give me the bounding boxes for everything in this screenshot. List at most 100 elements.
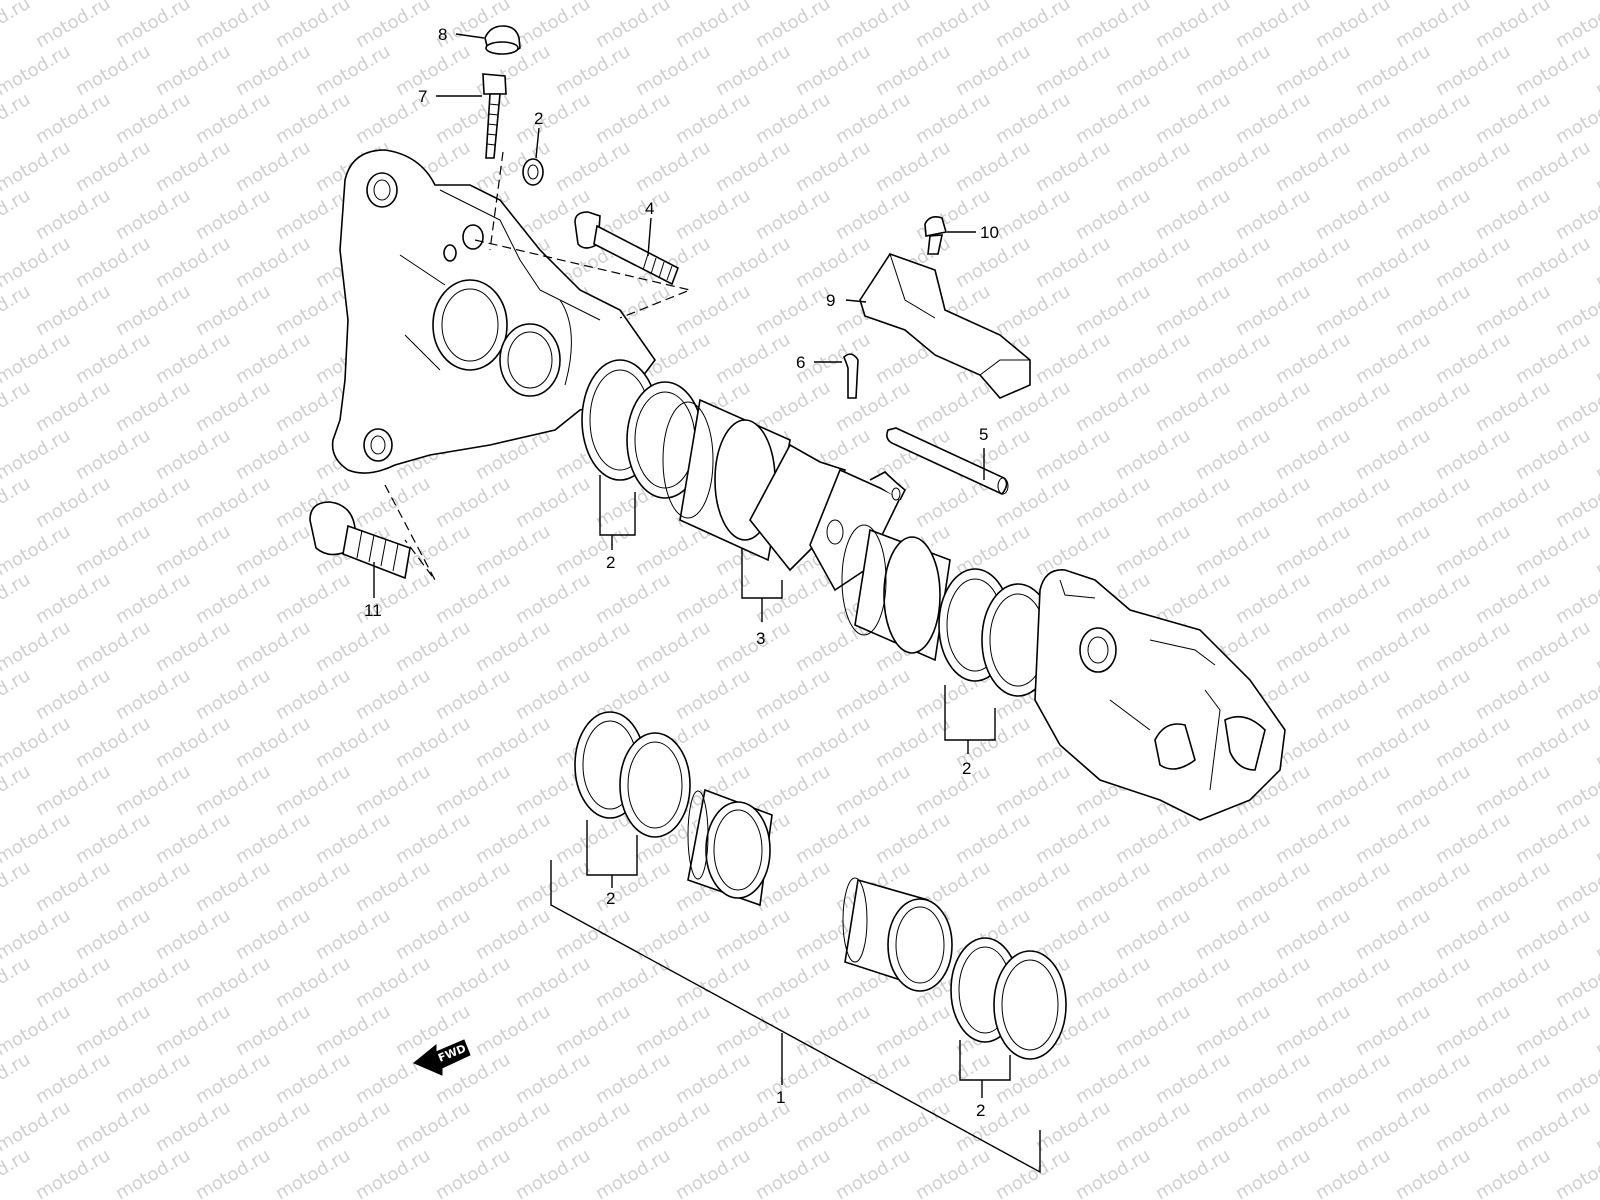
watermark-text: motod.ru	[0, 1001, 74, 1060]
watermark-text: motod.ru	[1352, 1001, 1434, 1060]
watermark-text: motod.ru	[152, 233, 234, 292]
watermark-text: motod.ru	[72, 713, 154, 772]
watermark-text: motod.ru	[1592, 233, 1600, 292]
watermark-text: motod.ru	[0, 137, 74, 196]
watermark-text: motod.ru	[1272, 425, 1354, 484]
watermark-text: motod.ru	[112, 857, 194, 916]
watermark-text: motod.ru	[552, 809, 634, 868]
watermark-text: motod.ru	[1512, 425, 1594, 484]
watermark-text: motod.ru	[792, 41, 874, 100]
watermark-text: motod.ru	[232, 233, 314, 292]
watermark-text: motod.ru	[1272, 905, 1354, 964]
watermark-text: motod.ru	[1432, 809, 1514, 868]
watermark-text: motod.ru	[432, 1145, 514, 1200]
watermark-text: motod.ru	[552, 137, 634, 196]
watermark-text: motod.ru	[512, 857, 594, 916]
watermark-text: motod.ru	[1472, 473, 1554, 532]
watermark-text: motod.ru	[1032, 809, 1114, 868]
watermark-text: motod.ru	[1472, 953, 1554, 1012]
watermark-text: motod.ru	[632, 617, 714, 676]
watermark-text: motod.ru	[1552, 665, 1600, 724]
watermark-text: motod.ru	[152, 1097, 234, 1156]
watermark-text: motod.ru	[1352, 1097, 1434, 1156]
watermark-text: motod.ru	[552, 617, 634, 676]
watermark-text: motod.ru	[1032, 425, 1114, 484]
watermark-text: motod.ru	[0, 0, 34, 52]
watermark-text: motod.ru	[152, 617, 234, 676]
watermark-text: motod.ru	[72, 425, 154, 484]
watermark-text: motod.ru	[1552, 89, 1600, 148]
watermark-text: motod.ru	[1392, 857, 1474, 916]
watermark-text: motod.ru	[1112, 521, 1194, 580]
watermark-text: motod.ru	[112, 89, 194, 148]
watermark-text: motod.ru	[752, 1049, 834, 1108]
watermark-text: motod.ru	[832, 761, 914, 820]
callout-6: 6	[796, 353, 805, 372]
watermark-text: motod.ru	[1232, 185, 1314, 244]
watermark-text: motod.ru	[832, 0, 914, 52]
watermark-text: motod.ru	[1192, 329, 1274, 388]
watermark-text: motod.ru	[112, 1145, 194, 1200]
watermark-text: motod.ru	[992, 281, 1074, 340]
watermark-text: motod.ru	[1592, 0, 1600, 4]
watermark-text: motod.ru	[392, 617, 474, 676]
mounting-bolt	[309, 501, 411, 580]
watermark-text: motod.ru	[1312, 281, 1394, 340]
watermark-text: motod.ru	[1552, 569, 1600, 628]
watermark-text: motod.ru	[1472, 761, 1554, 820]
watermark-text: motod.ru	[272, 665, 354, 724]
watermark-text: motod.ru	[1072, 953, 1154, 1012]
watermark-text: motod.ru	[1592, 713, 1600, 772]
watermark-text: motod.ru	[432, 761, 514, 820]
watermark-text: motod.ru	[112, 761, 194, 820]
bleeder-screw	[482, 73, 507, 159]
watermark-text: motod.ru	[1152, 953, 1234, 1012]
watermark-text: motod.ru	[112, 0, 194, 52]
watermark-text: motod.ru	[512, 665, 594, 724]
watermark-text: motod.ru	[1392, 89, 1474, 148]
watermark-text: motod.ru	[1472, 665, 1554, 724]
watermark-text: motod.ru	[472, 905, 554, 964]
watermark-text: motod.ru	[872, 1001, 954, 1060]
watermark-text: motod.ru	[192, 377, 274, 436]
watermark-text: motod.ru	[1592, 41, 1600, 100]
watermark-text: motod.ru	[1152, 377, 1234, 436]
watermark-text: motod.ru	[1432, 1097, 1514, 1156]
watermark-text: motod.ru	[1072, 473, 1154, 532]
watermark-text: motod.ru	[512, 1145, 594, 1200]
watermark-text: motod.ru	[832, 185, 914, 244]
watermark-text: motod.ru	[1112, 905, 1194, 964]
watermark-text: motod.ru	[672, 1049, 754, 1108]
alignment-line-bolt	[384, 484, 436, 581]
watermark-text: motod.ru	[1392, 1049, 1474, 1108]
watermark-text: motod.ru	[192, 761, 274, 820]
watermark-text: motod.ru	[1312, 761, 1394, 820]
watermark-text: motod.ru	[352, 1145, 434, 1200]
watermark-text: motod.ru	[1192, 1001, 1274, 1060]
watermark-text: motod.ru	[1352, 905, 1434, 964]
watermark-text: motod.ru	[592, 1145, 674, 1200]
watermark-text: motod.ru	[832, 89, 914, 148]
watermark-text: motod.ru	[192, 857, 274, 916]
watermark-text: motod.ru	[552, 1097, 634, 1156]
watermark-text: motod.ru	[0, 1097, 74, 1156]
watermark-text: motod.ru	[392, 1097, 474, 1156]
watermark-text: motod.ru	[1072, 89, 1154, 148]
watermark-text: motod.ru	[992, 185, 1074, 244]
watermark-text: motod.ru	[552, 1001, 634, 1060]
watermark-text: motod.ru	[832, 665, 914, 724]
watermark-text: motod.ru	[992, 0, 1074, 52]
watermark-text: motod.ru	[1512, 41, 1594, 100]
watermark-text: motod.ru	[1032, 1097, 1114, 1156]
watermark-text: motod.ru	[1152, 281, 1234, 340]
watermark-text: motod.ru	[272, 1049, 354, 1108]
watermark-text: motod.ru	[472, 809, 554, 868]
watermark-text: motod.ru	[752, 665, 834, 724]
watermark-text: motod.ru	[1392, 0, 1474, 52]
watermark-text: motod.ru	[72, 617, 154, 676]
watermark-text: motod.ru	[272, 0, 354, 52]
watermark-text: motod.ru	[352, 761, 434, 820]
watermark-text: motod.ru	[1512, 1001, 1594, 1060]
watermark-text: motod.ru	[192, 1049, 274, 1108]
watermark-text: motod.ru	[112, 1049, 194, 1108]
